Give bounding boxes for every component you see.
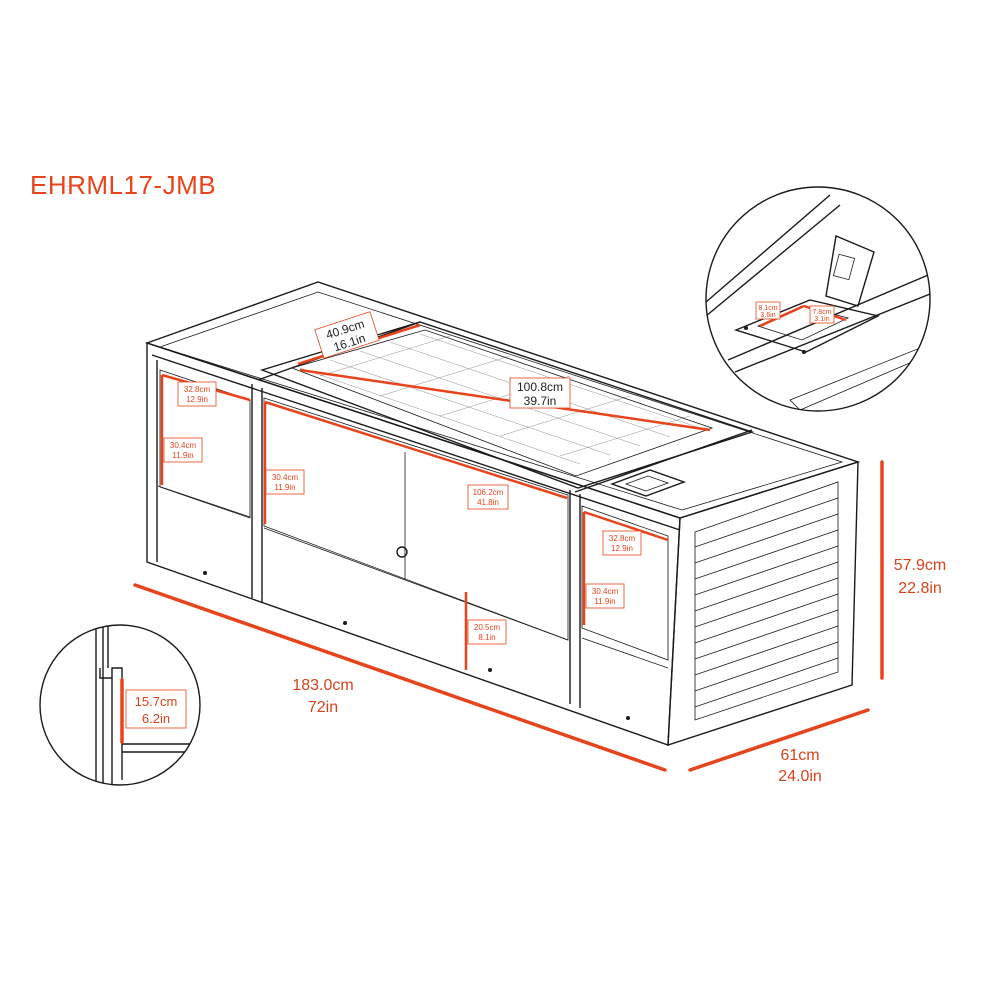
left-door-width-metric: 32.8cm — [184, 385, 211, 394]
right-door-height-imperial: 11.9in — [594, 597, 615, 606]
screw-center-1 — [343, 621, 347, 625]
burner-width-box — [314, 311, 380, 359]
burner-length-box — [509, 377, 571, 409]
ignition-box-length-metric: 7.8cm — [812, 309, 831, 316]
length-dim-line — [133, 583, 667, 772]
burner-length-imperial: 39.7in — [524, 394, 557, 408]
ignition-detail: 8.1cm 3.6in 7.8cm 3.1in — [705, 186, 931, 412]
front-top-rail — [151, 354, 681, 531]
length-imperial: 72in — [308, 699, 338, 716]
depth-imperial: 24.0in — [778, 768, 822, 785]
center-door-width-box — [467, 484, 509, 510]
center-door-width-metric: 106.2cm — [473, 488, 504, 497]
screw-center-2 — [488, 668, 492, 672]
depth-dim-line — [688, 708, 870, 772]
ignition-box-width-metric: 8.1cm — [758, 305, 777, 312]
top-inner-edge — [158, 291, 844, 511]
ignition-box-width-imperial: 3.6in — [760, 312, 775, 319]
center-door-height-box — [265, 469, 305, 495]
ledge-height-imperial: 6.2in — [142, 711, 170, 726]
model-number: EHRML17-JMB — [30, 170, 217, 200]
left-door-width-box — [177, 381, 217, 407]
height-metric: 57.9cm — [894, 557, 946, 574]
right-door-width-imperial: 12.9in — [611, 544, 633, 553]
screw-left — [203, 571, 207, 575]
length-metric: 183.0cm — [292, 677, 353, 694]
right-door-width-metric: 32.8cm — [609, 534, 636, 543]
center-door-height-metric: 30.4cm — [272, 473, 299, 482]
center-door-height-imperial: 11.9in — [274, 483, 295, 492]
ledge-detail: 15.7cm 6.2in — [39, 624, 201, 786]
ignition-plate — [733, 299, 881, 353]
burner-length-metric: 100.8cm — [517, 380, 563, 394]
ignition-lid — [624, 475, 670, 492]
left-door-height-imperial: 11.9in — [172, 451, 193, 460]
left-door — [159, 369, 251, 519]
ignition-lid-open — [825, 235, 875, 307]
right-door-height-metric: 30.4cm — [592, 587, 619, 596]
left-door-width-imperial: 12.9in — [186, 395, 208, 404]
front-face — [146, 342, 681, 746]
center-base-line — [263, 527, 569, 641]
ignition-box-length-imperial: 3.1in — [814, 316, 829, 323]
dimension-lines — [133, 323, 884, 772]
screw-right — [626, 716, 630, 720]
right-base-line — [581, 637, 669, 669]
ignition-detail-circle — [705, 186, 931, 412]
left-door-height-box — [163, 437, 203, 463]
door-knob — [396, 546, 408, 558]
ledge-height-metric: 15.7cm — [135, 694, 178, 709]
side-slats — [694, 497, 839, 708]
center-base-height-imperial: 8.1in — [478, 633, 495, 642]
center-door-width-imperial: 41.8in — [477, 498, 499, 507]
burner-mesh-outline — [290, 329, 714, 477]
center-doors — [263, 397, 569, 641]
left-base-line — [157, 485, 251, 518]
center-door-width-line — [264, 400, 568, 500]
ignition-box-top — [609, 469, 687, 497]
left-door-height-metric: 30.4cm — [170, 441, 197, 450]
dimension-labels: 40.9cm 16.1in 100.8cm 39.7in 32.8cm 12.9… — [163, 311, 946, 785]
right-door — [581, 505, 669, 661]
ledge-detail-circle — [39, 624, 201, 786]
center-base-height-metric: 20.5cm — [474, 623, 501, 632]
right-door-width-box — [602, 530, 642, 556]
right-door-width-line — [583, 510, 669, 542]
side-face — [667, 461, 859, 746]
center-base-height-box — [467, 619, 507, 645]
right-door-height-box — [585, 583, 625, 609]
burner-length-line — [299, 368, 711, 432]
side-slats-frame — [694, 481, 839, 721]
depth-metric: 61cm — [780, 747, 819, 764]
height-imperial: 22.8in — [898, 580, 942, 597]
